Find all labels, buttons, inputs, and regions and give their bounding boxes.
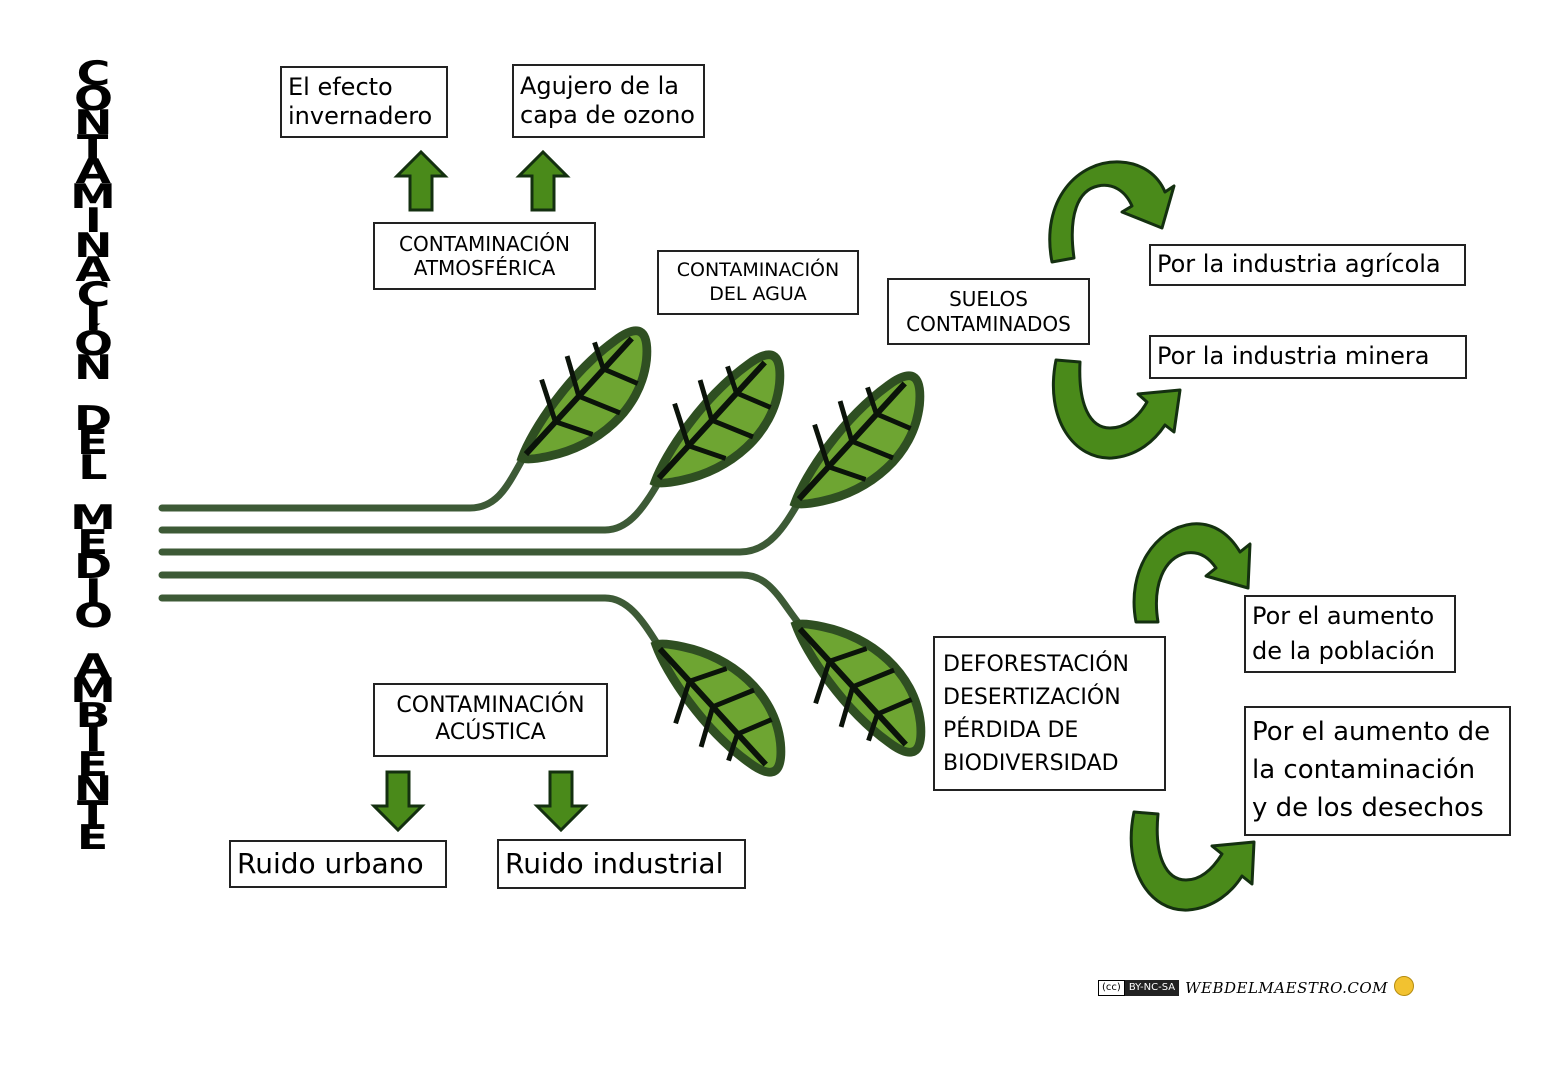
ozone-hole-box: Agujero de la capa de ozono [512, 64, 705, 138]
title-letter: T [77, 127, 109, 168]
greenhouse-effect-box: El efecto invernadero [280, 66, 448, 138]
water-pollution-box: CONTAMINACIÓN DEL AGUA [657, 250, 859, 315]
cc-license-badge: (cc) BY-NC-SA [1098, 980, 1180, 996]
title-letter: I [84, 720, 102, 760]
curved-arrow-1 [1048, 160, 1176, 264]
license-label: BY-NC-SA [1124, 980, 1180, 996]
industrial-noise-box: Ruido industrial [497, 839, 746, 889]
title-letter: Ó [73, 323, 113, 364]
title-letter: I [84, 571, 102, 612]
title-letter: C [76, 274, 110, 315]
acoustic-pollution-box: CONTAMINACIÓN ACÚSTICA [373, 683, 608, 757]
ozone-hole-label: Agujero de la capa de ozono [520, 71, 695, 129]
leaf-1 [522, 331, 647, 459]
urban-noise-label: Ruido urbano [237, 846, 424, 880]
title-letter: E [77, 423, 109, 463]
title-letter: M [70, 498, 116, 538]
arrow-up-1 [395, 150, 447, 212]
title-letter: O [73, 78, 113, 119]
title-letter: N [73, 769, 113, 809]
title-letter: B [75, 695, 111, 736]
title-letter: E [77, 818, 109, 858]
contamination-waste-label: Por el aumento de la contaminación y de … [1252, 717, 1491, 823]
leaf-4 [656, 644, 781, 772]
title-letter: T [77, 793, 109, 834]
smiley-icon [1393, 976, 1414, 996]
title-letter: I [84, 201, 102, 241]
title-letter: L [78, 447, 108, 488]
leaf-3 [795, 376, 920, 504]
leaf-2 [655, 355, 780, 483]
curved-arrow-2 [1051, 358, 1182, 460]
agricultural-industry-label: Por la industria agrícola [1157, 250, 1441, 279]
urban-noise-box: Ruido urbano [229, 840, 447, 888]
curved-arrow-4 [1129, 810, 1256, 912]
title-letter: D [73, 398, 113, 439]
acoustic-pollution-label: CONTAMINACIÓN ACÚSTICA [396, 693, 585, 745]
title-letter: M [70, 176, 116, 217]
population-growth-label: Por el aumento de la población [1252, 602, 1435, 665]
greenhouse-effect-label: El efecto invernadero [288, 72, 433, 130]
title-letter: D [73, 547, 113, 587]
stem-4 [158, 571, 804, 629]
stem-2 [158, 476, 664, 534]
mining-industry-box: Por la industria minera [1149, 335, 1467, 379]
title-letter: E [77, 522, 109, 563]
title-letter: N [73, 225, 113, 266]
arrow-down-2 [535, 770, 587, 832]
title-letter: I [84, 299, 102, 339]
stem-group [158, 451, 804, 652]
title-letter: A [75, 250, 111, 290]
soil-pollution-box: SUELOS CONTAMINADOS [887, 278, 1090, 345]
title-letter: C [76, 54, 110, 94]
title-letter: A [75, 646, 111, 687]
soil-pollution-label: SUELOS CONTAMINADOS [906, 287, 1071, 336]
leaf-5 [796, 624, 921, 752]
title-letter: E [77, 744, 109, 785]
industrial-noise-label: Ruido industrial [505, 846, 724, 880]
title-letter: A [75, 152, 111, 192]
title-letter: N [73, 103, 113, 143]
curved-arrow-3 [1132, 522, 1252, 624]
stem-1 [158, 451, 529, 512]
stem-3 [158, 496, 804, 556]
title-letter: N [73, 348, 113, 388]
atmospheric-pollution-label: CONTAMINACIÓN ATMOSFÉRICA [398, 231, 571, 280]
population-growth-box: Por el aumento de la población [1244, 595, 1456, 673]
cc-symbol: (cc) [1098, 980, 1125, 996]
arrow-down-1 [372, 770, 424, 832]
arrow-up-2 [517, 150, 569, 212]
atmospheric-pollution-box: CONTAMINACIÓN ATMOSFÉRICA [373, 222, 596, 290]
agricultural-industry-box: Por la industria agrícola [1149, 244, 1466, 286]
contamination-waste-box: Por el aumento de la contaminación y de … [1244, 706, 1511, 836]
stem-5 [158, 594, 664, 652]
water-pollution-label: CONTAMINACIÓN DEL AGUA [676, 259, 840, 305]
title-letter: M [70, 671, 116, 711]
mining-industry-label: Por la industria minera [1157, 342, 1430, 371]
deforestation-box: DEFORESTACIÓN DESERTIZACIÓN PÉRDIDA DE B… [933, 636, 1166, 791]
title-letter: O [73, 596, 113, 636]
deforestation-label: DEFORESTACIÓN DESERTIZACIÓN PÉRDIDA DE B… [943, 651, 1129, 776]
site-name: WEBDELMAESTRO.COM [1185, 979, 1388, 997]
credit: (cc) BY-NC-SA WEBDELMAESTRO.COM [1098, 976, 1414, 998]
